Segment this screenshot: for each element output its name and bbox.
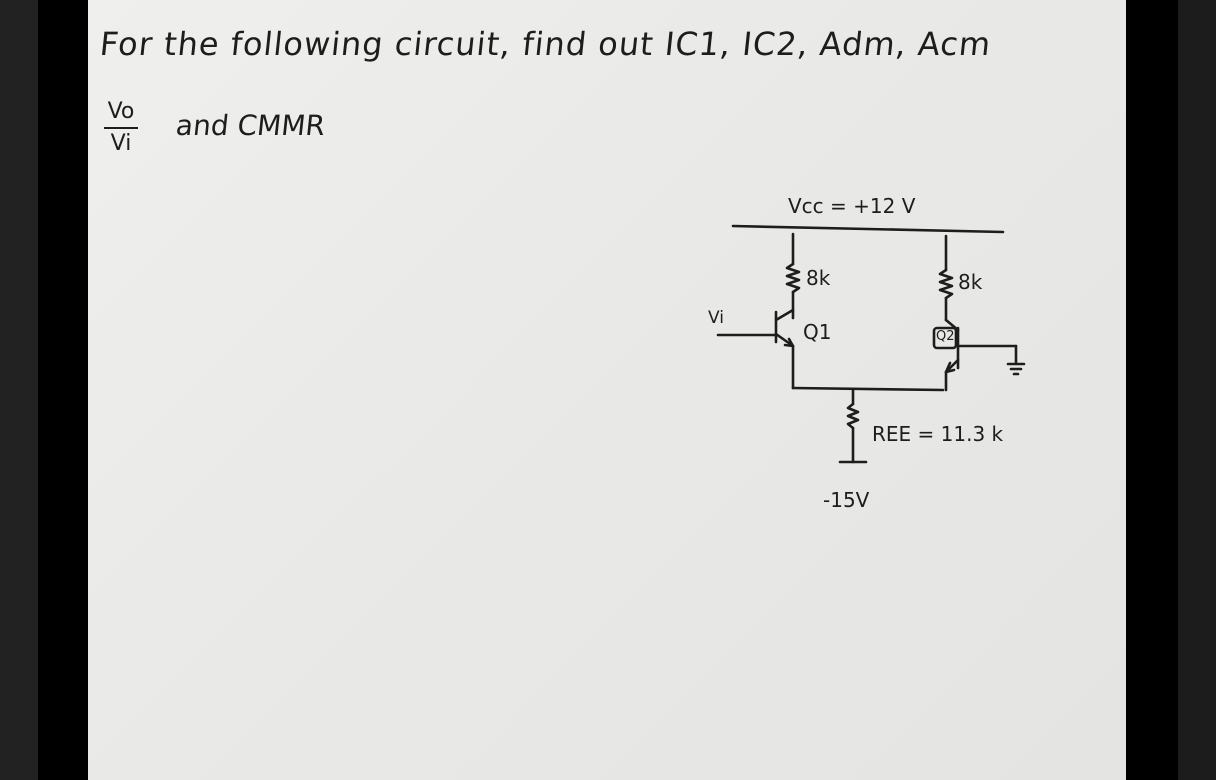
emitter-tie-line xyxy=(791,386,945,392)
ree-label: REE = 11.3 k xyxy=(872,422,1004,446)
fraction-bar xyxy=(104,127,138,129)
diff-amp-circuit xyxy=(716,224,1026,464)
vcc-label: Vcc = +12 V xyxy=(788,194,916,218)
left-dark-border xyxy=(0,0,38,780)
gain-fraction: Vo Vi xyxy=(104,100,138,156)
right-dark-border xyxy=(1178,0,1216,780)
paper-sheet: For the following circuit, find out IC1,… xyxy=(88,0,1126,780)
q1-label: Q1 xyxy=(803,320,832,344)
q2-label-box xyxy=(932,326,958,350)
q2-collector xyxy=(944,318,960,332)
q1-emitter xyxy=(774,332,795,348)
rc2-resistor xyxy=(938,268,954,300)
q2-label: Q2 xyxy=(936,329,955,344)
fraction-numerator: Vo xyxy=(107,99,135,124)
rc2-label: 8k xyxy=(958,270,983,294)
rc1-resistor xyxy=(785,262,801,294)
q1-collector xyxy=(774,308,795,322)
ree-resistor xyxy=(846,402,860,430)
vee-label: -15V xyxy=(823,488,870,512)
vcc-rail xyxy=(731,224,1005,234)
rc1-label: 8k xyxy=(806,266,831,290)
input-label: Vi xyxy=(708,308,724,328)
fraction-denominator: Vi xyxy=(110,131,132,156)
